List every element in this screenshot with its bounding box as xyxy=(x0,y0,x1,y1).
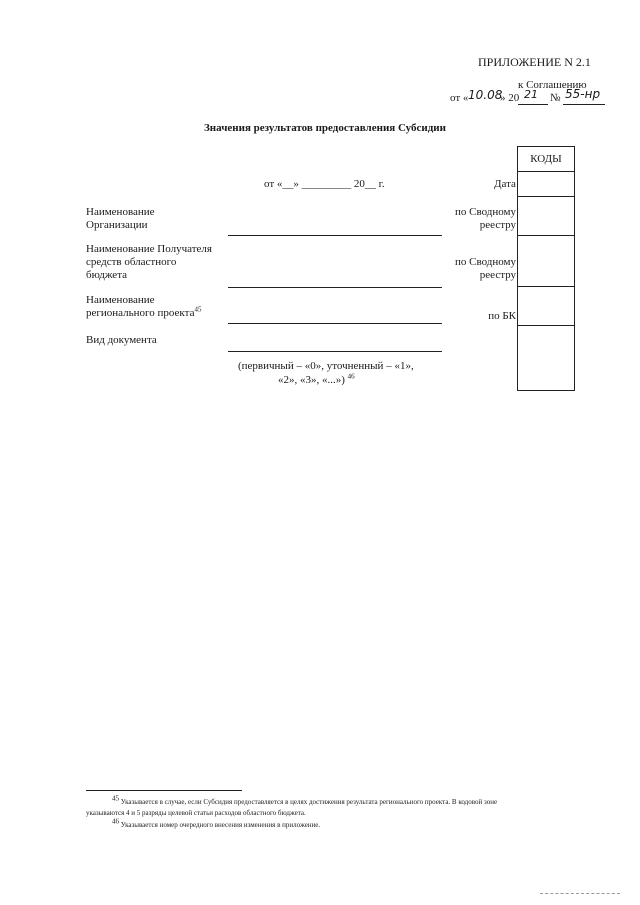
project-label-1: Наименование xyxy=(86,294,155,306)
agreement-label: к Соглашению xyxy=(518,79,587,91)
org-right-2: реестру xyxy=(479,219,516,231)
code-cell-doc-type[interactable] xyxy=(517,325,575,391)
footnote-45-text: Указывается в случае, если Субсидия пред… xyxy=(120,798,498,806)
code-cell-recipient[interactable] xyxy=(517,235,575,287)
codes-header: КОДЫ xyxy=(517,146,575,172)
footnote-46-text: Указывается номер очередного внесения из… xyxy=(120,821,321,829)
handwritten-date: 10.08 xyxy=(468,88,503,102)
footnote-ref-45: 45 xyxy=(194,305,202,314)
code-cell-date[interactable] xyxy=(517,171,575,197)
footnote-46-mark: 46 xyxy=(112,817,119,826)
org-right-1: по Сводному xyxy=(454,206,516,218)
scan-edge-mark xyxy=(540,893,620,895)
doctype-hint-text: «2», «3», «...») xyxy=(278,374,345,386)
appendix-title: ПРИЛОЖЕНИЕ N 2.1 xyxy=(478,55,591,69)
handwritten-year: 21 xyxy=(524,88,538,101)
handwritten-number: 55-нр xyxy=(565,87,601,101)
footnote-45-line-2: указываются 4 и 5 разряды целевой статьи… xyxy=(86,809,306,817)
agreement-date-line: от « 10.08 » 20 21 № 55-нр xyxy=(450,87,610,106)
footnote-46: 46 Указывается номер очередного внесения… xyxy=(112,817,321,830)
org-input-line[interactable] xyxy=(228,235,442,236)
project-input-line[interactable] xyxy=(228,323,442,324)
project-label-text: регионального проекта xyxy=(86,307,195,319)
footnote-separator xyxy=(86,790,242,791)
org-label-1: Наименование xyxy=(86,206,155,218)
doctype-input-line[interactable] xyxy=(228,351,442,352)
org-label-2: Организации xyxy=(86,219,148,231)
code-cell-project[interactable] xyxy=(517,286,575,326)
document-title: Значения результатов предоставления Субс… xyxy=(204,122,446,134)
codes-table: КОДЫ xyxy=(517,146,575,391)
recipient-label-1: Наименование Получателя xyxy=(86,243,212,255)
doctype-label: Вид документа xyxy=(86,334,157,346)
footnote-ref-46: 46 xyxy=(347,372,355,381)
date-label: Дата xyxy=(494,178,516,190)
from-label: от « xyxy=(450,92,469,104)
code-cell-organization[interactable] xyxy=(517,196,575,236)
doctype-hint-1: (первичный – «0», уточненный – «1», xyxy=(238,360,414,372)
recipient-label-2: средств областного xyxy=(86,256,177,268)
footnote-45-mark: 45 xyxy=(112,794,119,803)
recipient-right-2: реестру xyxy=(479,269,516,281)
recipient-right-1: по Сводному xyxy=(454,256,516,268)
number-label: № xyxy=(550,92,561,104)
recipient-input-line[interactable] xyxy=(228,287,442,288)
recipient-label-3: бюджета xyxy=(86,269,128,281)
doctype-hint-2: «2», «3», «...») 46 xyxy=(278,372,355,387)
footnote-45-line-1: 45 Указывается в случае, если Субсидия п… xyxy=(112,794,498,807)
year-prefix: » 20 xyxy=(500,92,520,104)
project-label-2: регионального проекта45 xyxy=(86,305,202,320)
date-line: от «__» _________ 20__ г. xyxy=(264,178,385,190)
project-right: по БК xyxy=(488,310,516,322)
